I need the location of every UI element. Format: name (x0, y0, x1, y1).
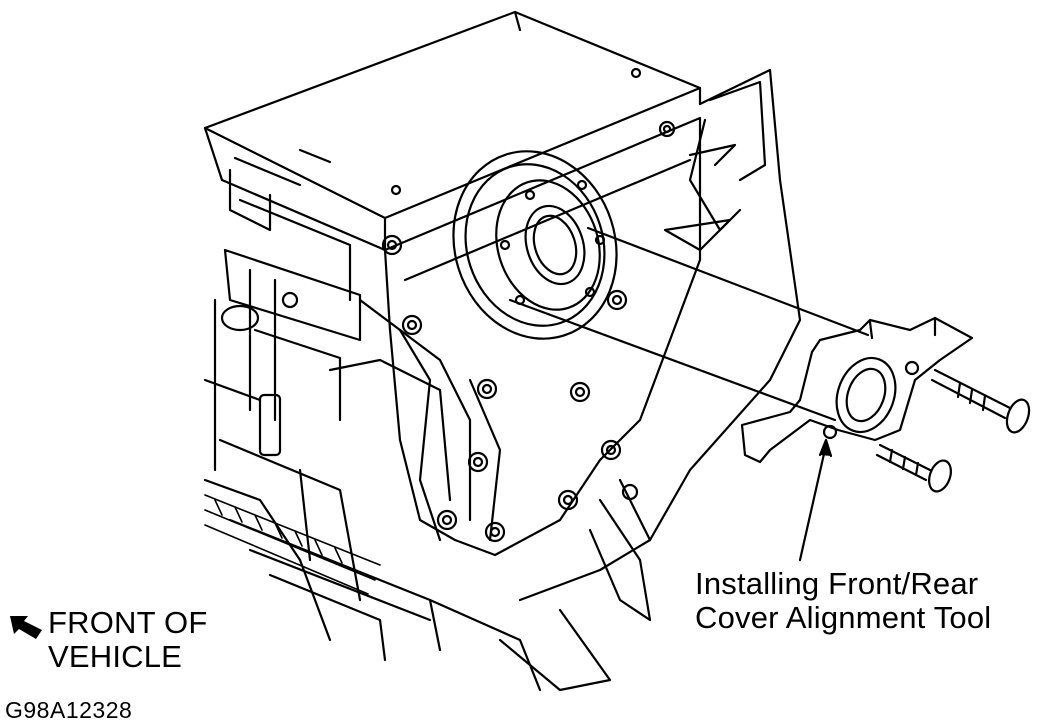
callout-leader (798, 443, 828, 562)
front-of-vehicle-line1: FRONT OF (48, 605, 208, 640)
alignment-tool-label: Installing Front/Rear Cover Alignment To… (695, 567, 991, 635)
rear-face (328, 116, 702, 557)
alignment-tool (740, 316, 974, 464)
alignment-lines (508, 226, 870, 422)
alignment-tool-label-line2: Cover Alignment Tool (695, 600, 992, 635)
oil-pan-rail (204, 494, 381, 595)
crankshaft-flange (452, 150, 618, 340)
alignment-tool-label-line1: Installing Front/Rear (695, 566, 979, 601)
face-bolts (381, 234, 628, 543)
figure-code: G98A12328 (5, 697, 133, 723)
front-arrow-icon (10, 616, 42, 639)
front-of-vehicle-label: FRONT OF VEHICLE (48, 606, 207, 674)
tool-bolts (875, 368, 1031, 493)
engine-block (203, 10, 802, 692)
front-of-vehicle-line2: VEHICLE (48, 639, 183, 674)
